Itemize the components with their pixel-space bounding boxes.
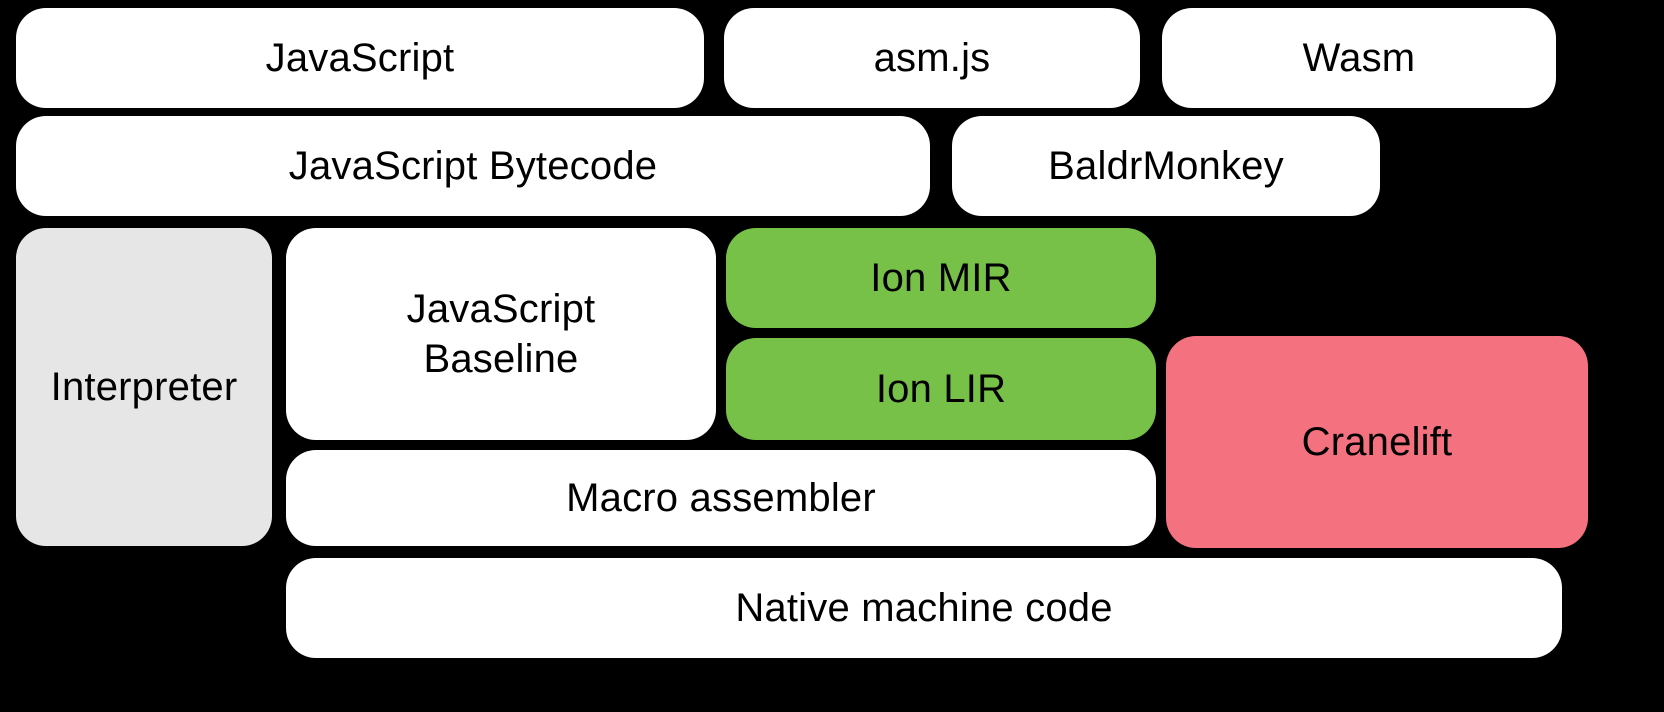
box-javascript-baseline-label: JavaScript Baseline [406,287,596,381]
box-baldrmonkey-label: BaldrMonkey [1048,144,1284,188]
box-ion-mir-label: Ion MIR [870,256,1012,300]
box-cranelift: Cranelift [1166,336,1588,548]
box-wasm-label: Wasm [1302,36,1416,80]
box-native-machine-code-label: Native machine code [735,586,1113,630]
box-ion-mir: Ion MIR [726,228,1156,328]
box-cranelift-label: Cranelift [1301,420,1453,464]
box-javascript-baseline: JavaScript Baseline [286,228,716,440]
box-native-machine-code: Native machine code [286,558,1562,658]
box-javascript-label: JavaScript [265,36,455,80]
box-javascript: JavaScript [16,8,704,108]
box-asmjs: asm.js [724,8,1140,108]
box-ion-lir-label: Ion LIR [875,367,1007,411]
box-wasm: Wasm [1162,8,1556,108]
box-asmjs-label: asm.js [873,36,991,80]
box-macro-assembler: Macro assembler [286,450,1156,546]
box-javascript-bytecode-label: JavaScript Bytecode [288,144,658,188]
box-ion-lir: Ion LIR [726,338,1156,440]
box-javascript-bytecode: JavaScript Bytecode [16,116,930,216]
box-interpreter-label: Interpreter [50,365,238,409]
box-macro-assembler-label: Macro assembler [566,476,876,520]
box-baldrmonkey: BaldrMonkey [952,116,1380,216]
box-interpreter: Interpreter [16,228,272,546]
